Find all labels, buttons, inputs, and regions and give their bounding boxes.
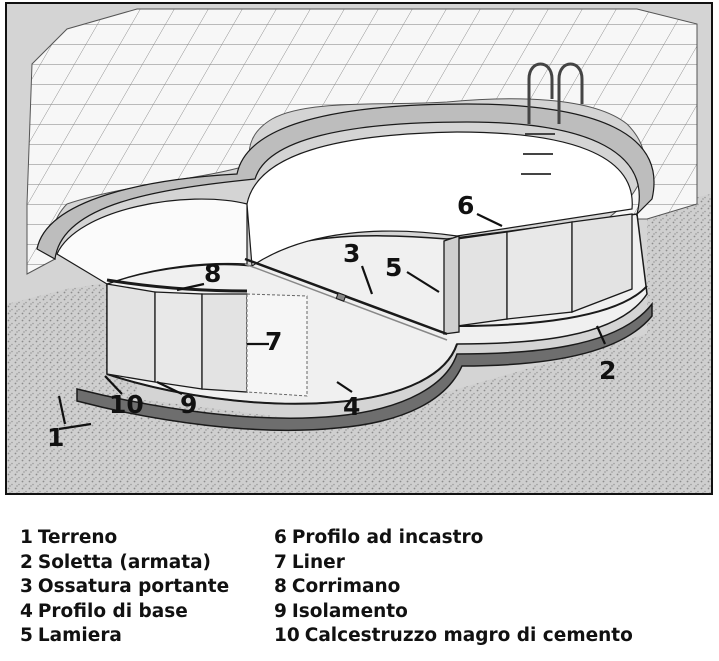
wall-panels-left	[106, 283, 308, 397]
ladder-icon	[521, 62, 584, 175]
ground-front	[27, 289, 107, 399]
pool-illustration: 1 2 3 4 5 6 7 8 9 10	[7, 8, 711, 493]
pool-diagram: 1 2 3 4 5 6 7 8 9 10	[5, 2, 713, 495]
base-profile	[106, 343, 458, 405]
leader-lines	[57, 213, 607, 431]
label-5: 5	[385, 253, 402, 282]
support-frame	[244, 257, 448, 336]
label-3: 3	[343, 239, 360, 268]
liner-wall-right	[246, 131, 633, 268]
label-6: 6	[457, 191, 474, 220]
label-1: 1	[47, 423, 64, 452]
label-4: 4	[343, 392, 360, 421]
label-9: 9	[180, 390, 197, 419]
label-8: 8	[204, 259, 221, 288]
base-profile-right	[456, 285, 648, 327]
coping	[36, 103, 655, 260]
wall-panels-right	[456, 213, 633, 327]
number-labels: 1 2 3 4 5 6 7 8 9 10	[47, 191, 616, 452]
label-10: 10	[109, 390, 144, 419]
joint-post	[443, 235, 460, 335]
label-7: 7	[265, 327, 282, 356]
slab	[76, 301, 653, 432]
label-2: 2	[599, 356, 616, 385]
